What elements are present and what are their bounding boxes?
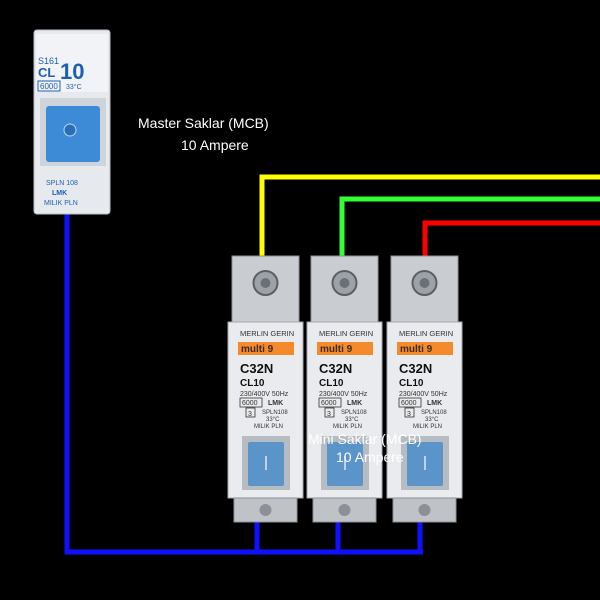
electrical-spec: 230/400V 50Hz [319, 391, 368, 398]
breaking-capacity: 6000 [242, 400, 258, 407]
series-name: multi 9 [320, 344, 353, 355]
model-code: C32N [319, 361, 352, 376]
class-number: 3 [248, 411, 252, 418]
electrical-spec: 230/400V 50Hz [240, 391, 289, 398]
curve-rating: CL10 [240, 378, 265, 389]
class-number: 3 [327, 411, 331, 418]
master-switch-rating: 10 Ampere [181, 137, 249, 153]
approval-mark: LMK [347, 400, 362, 407]
brand-name: MERLIN GERIN [399, 329, 453, 338]
master-breaker: S161 CL 10 6000 33°C SPLN 108 LMK MILIK … [33, 29, 111, 215]
brand-name: MERLIN GERIN [319, 329, 373, 338]
master-switch-label: Master Saklar (MCB) [138, 115, 269, 131]
approval-mark: LMK [268, 400, 283, 407]
mini-switch-label: Mini Saklar (MCB) [308, 431, 422, 447]
model-code: C32N [240, 361, 273, 376]
owner-label: MILIK PLN [413, 424, 442, 430]
master-capacity: 6000 [40, 82, 58, 91]
master-owner: MILIK PLN [44, 200, 78, 207]
brand-name: MERLIN GERIN [240, 329, 294, 338]
red-wire [422, 220, 600, 260]
mini-breaker-3: MERLIN GERIN multi 9 C32N CL10 230/400V 50Hz… [386, 255, 463, 523]
master-standard: SPLN 108 [46, 180, 78, 187]
curve-rating: CL10 [399, 378, 424, 389]
mini-breaker-2: MERLIN GERIN multi 9 C32N CL10 230/400V 50Hz… [306, 255, 383, 523]
temperature-rating: 33°C [266, 417, 280, 423]
mini-breakers: MERLIN GERIN multi 9 C32N CL10 230/400V 50Hz… [227, 255, 463, 523]
master-temperature: 33°C [66, 83, 82, 91]
standard-code: SPLN108 [421, 410, 447, 416]
mini-breaker-1: MERLIN GERIN multi 9 C32N CL10 230/400V 50Hz… [227, 255, 304, 523]
standard-code: SPLN108 [262, 410, 288, 416]
series-name: multi 9 [241, 344, 274, 355]
master-curve: CL [38, 65, 55, 80]
approval-mark: LMK [427, 400, 442, 407]
neutral-bus-wire [64, 212, 423, 555]
master-mark: LMK [52, 190, 67, 197]
temperature-rating: 33°C [345, 417, 359, 423]
series-name: multi 9 [400, 344, 433, 355]
owner-label: MILIK PLN [254, 424, 283, 430]
owner-label: MILIK PLN [333, 424, 362, 430]
class-number: 3 [407, 411, 411, 418]
model-code: C32N [399, 361, 432, 376]
curve-rating: CL10 [319, 378, 344, 389]
master-model: S161 [38, 56, 59, 66]
breaking-capacity: 6000 [321, 400, 337, 407]
master-amps: 10 [60, 59, 84, 84]
green-wire [339, 196, 600, 260]
standard-code: SPLN108 [341, 410, 367, 416]
electrical-spec: 230/400V 50Hz [399, 391, 448, 398]
yellow-wire [259, 174, 600, 258]
breaking-capacity: 6000 [401, 400, 417, 407]
mini-switch-rating: 10 Ampere [336, 449, 404, 465]
temperature-rating: 33°C [425, 417, 439, 423]
